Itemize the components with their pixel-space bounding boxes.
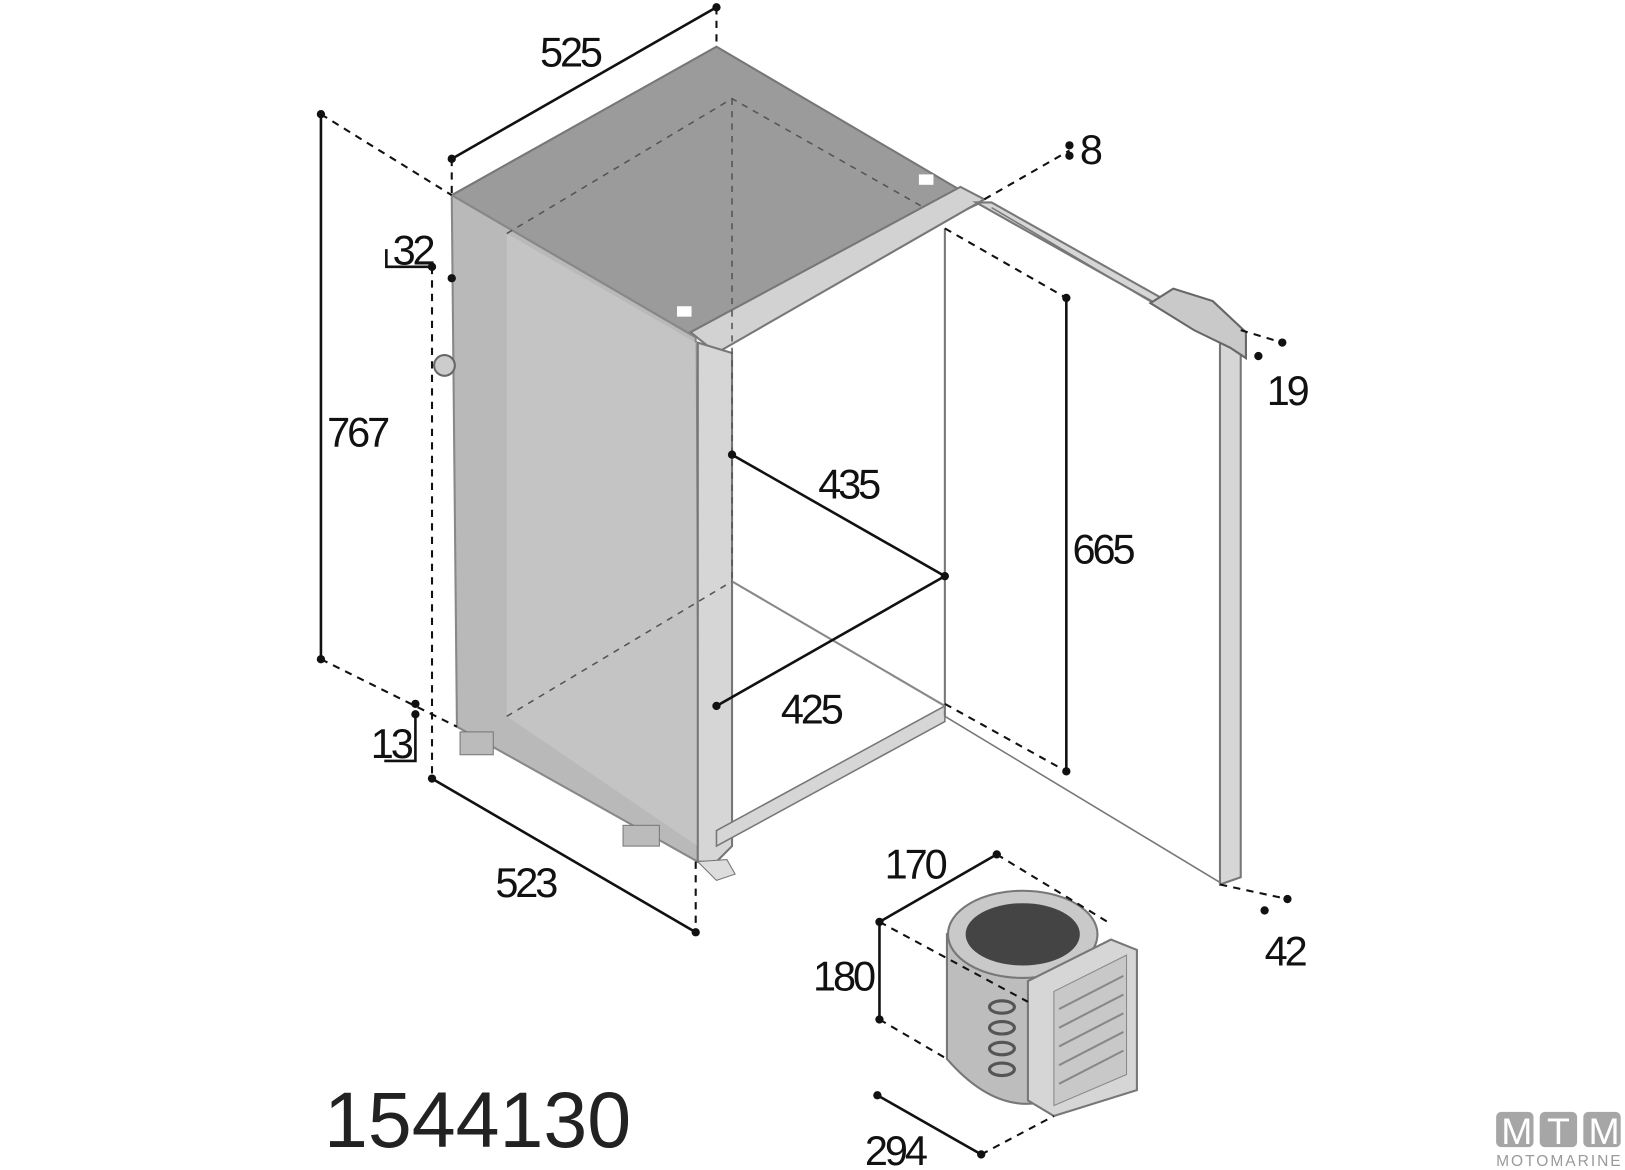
foot-bracket — [696, 859, 736, 881]
dim-door-gap: 8 — [1080, 126, 1102, 173]
svg-text:M: M — [1589, 1110, 1620, 1152]
foot — [459, 731, 494, 756]
svg-text:MOTOMARINE: MOTOMARINE — [1496, 1153, 1621, 1170]
dim-compressor-width: 294 — [865, 1127, 927, 1170]
cabinet — [433, 45, 987, 881]
dim-inner-depth-top: 435 — [818, 460, 880, 507]
dimension-lines — [316, 3, 1292, 1159]
interior-floor — [731, 580, 946, 707]
svg-text:T: T — [1547, 1110, 1570, 1152]
dim-inner-height: 665 — [1073, 526, 1135, 573]
door-frame-left — [696, 341, 734, 863]
dimension-labels: 525 8 32 767 19 435 665 425 13 523 170 1… — [324, 28, 1312, 1170]
hinge — [918, 174, 934, 185]
door-handle — [1148, 287, 1247, 361]
dim-height-total: 767 — [327, 408, 388, 455]
part-number: 1544130 — [324, 1076, 631, 1164]
door-frame-bottom — [715, 704, 946, 848]
cabinet-side-inner — [506, 233, 698, 847]
door — [944, 201, 1247, 886]
hinge — [677, 306, 692, 317]
dim-inner-width: 425 — [781, 686, 843, 733]
dim-compressor-depth: 170 — [885, 840, 947, 887]
dim-flange: 32 — [393, 227, 434, 274]
dim-compressor-height: 180 — [813, 952, 875, 999]
drain-plug — [433, 354, 456, 377]
door-panel — [1218, 341, 1242, 886]
dim-feet: 13 — [371, 720, 413, 767]
dim-door-thickness: 42 — [1265, 927, 1306, 974]
dim-depth-bottom: 523 — [495, 859, 557, 906]
dim-width-top: 525 — [540, 28, 602, 75]
foot — [622, 824, 660, 847]
svg-text:M: M — [1501, 1110, 1532, 1152]
dim-handle-depth: 19 — [1267, 367, 1309, 414]
motomarine-logo: M T M MOTOMARINE — [1496, 1110, 1621, 1170]
compressor-unit — [945, 889, 1138, 1118]
